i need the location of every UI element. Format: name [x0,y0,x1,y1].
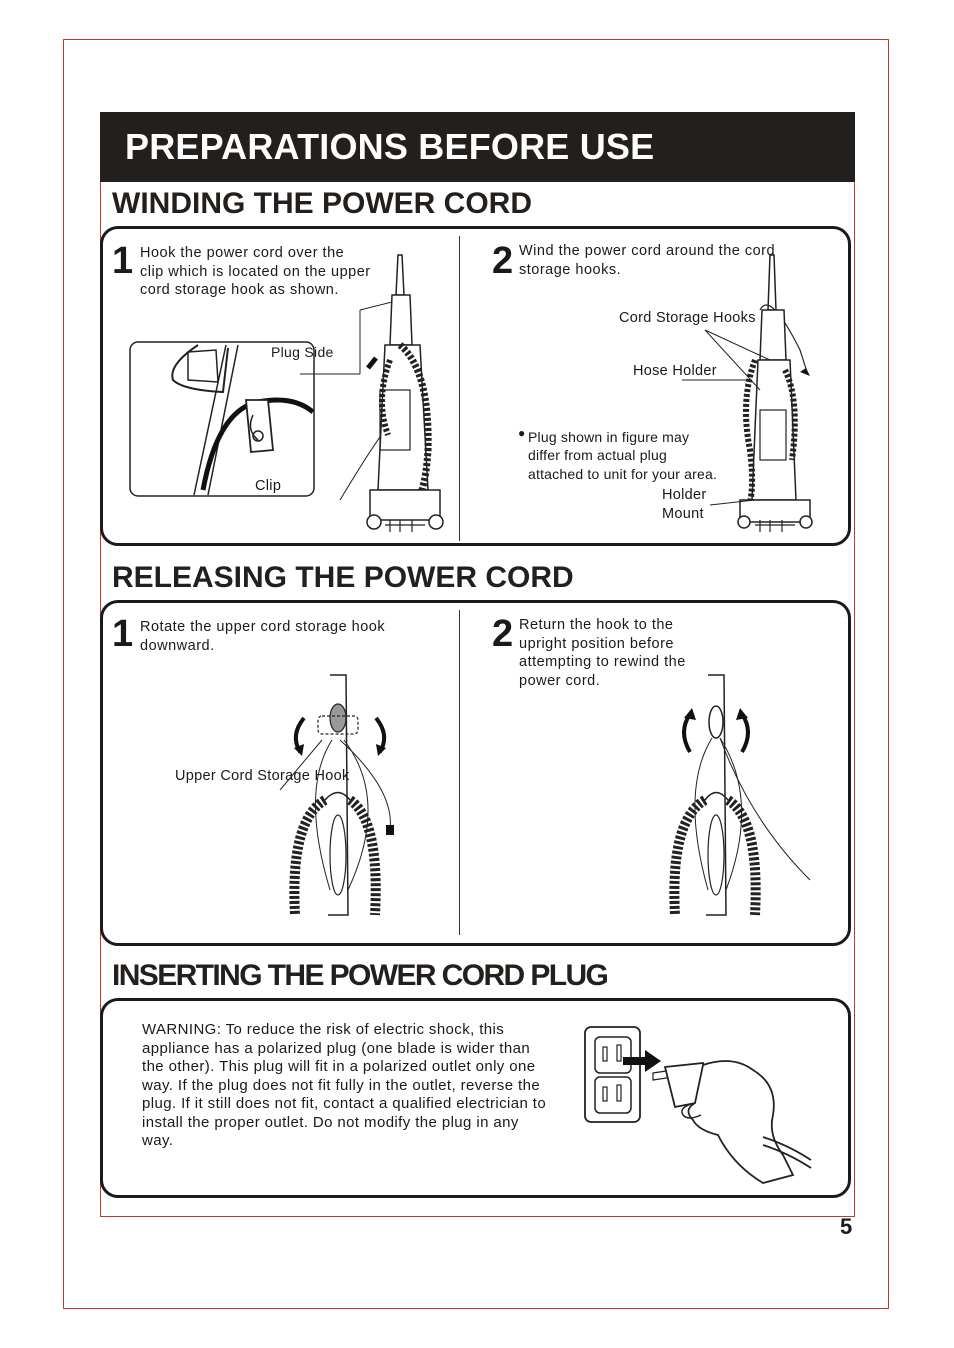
releasing-section-title: RELEASING THE POWER CORD [112,561,574,594]
outer-page-frame [63,39,889,1309]
warning-text: WARNING: To reduce the risk of electric … [142,1021,547,1149]
vacuum-illustration-releasing-1 [279,674,394,916]
clip-label: Clip [255,478,282,494]
clip-inset-illustration [129,341,315,497]
releasing-divider [459,610,460,935]
outlet-plug-illustration [584,1026,812,1184]
cord-storage-hooks-label: Cord Storage Hooks [619,310,756,326]
winding-divider [459,236,460,541]
upper-cord-storage-hook-label: Upper Cord Storage Hook [175,768,350,784]
winding-step2-number: 2 [492,240,514,282]
holder-mount-label: Holder Mount [662,487,707,522]
page-title: PREPARATIONS BEFORE USE [125,126,655,167]
vacuum-illustration-winding-2 [737,254,813,532]
releasing-step2-number: 2 [492,613,514,655]
note-bullet-icon: ● [518,426,526,440]
winding-step2-text: Wind the power cord around the cord stor… [519,243,776,278]
hose-holder-label: Hose Holder [633,363,717,379]
plug-note: Plug shown in figure may differ from act… [528,429,718,482]
releasing-step1-number: 1 [112,613,134,655]
inserting-section-title: INSERTING THE POWER CORD PLUG [112,959,609,992]
winding-step1-number: 1 [112,240,134,282]
header-bar [100,112,855,182]
winding-step1-text: Hook the power cord over the clip which … [140,245,371,299]
winding-section-title: WINDING THE POWER CORD [112,187,532,220]
releasing-step2-text: Return the hook to the upright position … [519,617,686,689]
page-number: 5 [840,1214,853,1239]
vacuum-illustration-releasing-2 [669,674,811,916]
releasing-step1-text: Rotate the upper cord storage hook downw… [140,619,386,654]
plug-side-label: Plug Side [271,344,334,360]
vacuum-illustration-winding-1 [300,254,444,532]
